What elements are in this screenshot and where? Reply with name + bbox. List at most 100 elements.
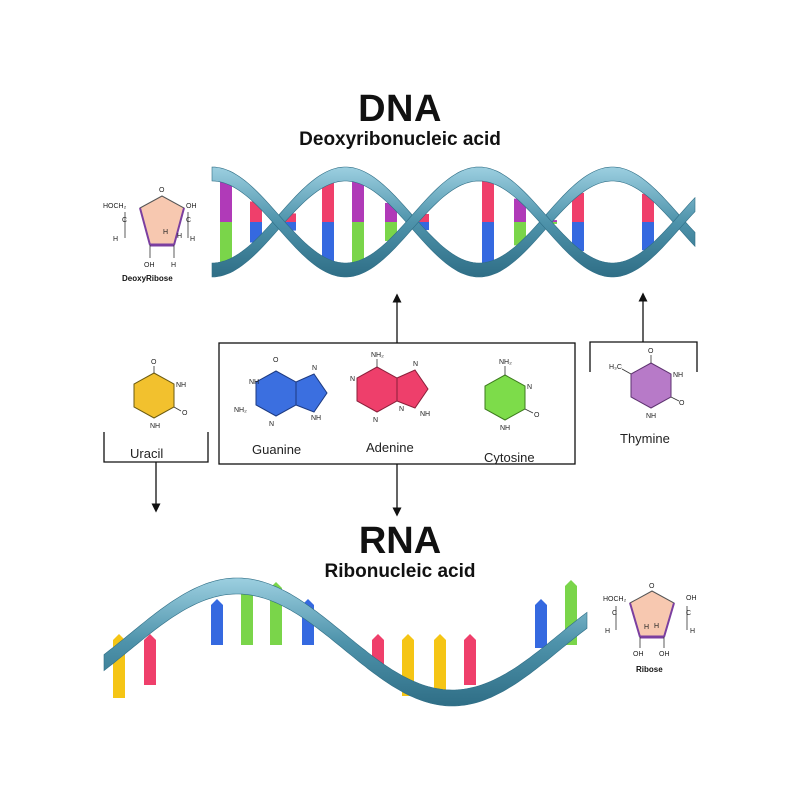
base-pair-bottom [352, 222, 364, 264]
adenine-label: Adenine [366, 440, 414, 455]
atom-label: OH [144, 262, 155, 269]
dna-title: DNA [358, 88, 442, 130]
atom-label: OH [186, 203, 197, 210]
atom-label: H [654, 623, 659, 630]
atom-label: C [122, 217, 127, 224]
atom-label: O [151, 359, 157, 366]
rna-backbone-ribbon [103, 577, 588, 707]
uracil-structure: O NH NH O [133, 359, 188, 430]
rna-bases [113, 580, 577, 698]
atom-label: H [113, 236, 118, 243]
rna-base-tip [211, 599, 223, 605]
atom-label: C [612, 610, 617, 617]
base-pair-top [322, 182, 334, 222]
rna-title: RNA [358, 520, 442, 562]
base-pair-bottom [284, 222, 296, 231]
atom-label: O [159, 187, 165, 194]
atom-label: H [177, 233, 182, 240]
cytosine-structure: NH₂ N O NH [484, 359, 540, 432]
rna-base [434, 640, 446, 697]
dna-subtitle: Deoxyribonucleic acid [299, 129, 501, 150]
atom-label: NH₂ [371, 352, 384, 359]
rna-base-tip [535, 599, 547, 605]
guanine-label: Guanine [252, 442, 302, 457]
atom-label: C [686, 610, 691, 617]
base-pair-top [572, 192, 584, 222]
atom-label: NH [176, 382, 186, 389]
rna-base-tip [464, 634, 476, 640]
ribose-structure: HOCH₂ O OH C H H C H OH OH H [603, 583, 697, 658]
atom-label: H [605, 628, 610, 635]
atom-label: N [269, 421, 274, 428]
rna-base [241, 586, 253, 645]
dna-helix [211, 166, 696, 278]
guanine-structure: O NH N NH₂ N NH [234, 357, 328, 428]
rna-base-tip [565, 580, 577, 586]
atom-label: N [527, 384, 532, 391]
atom-label: N [373, 417, 378, 424]
dna-backbone-ribbon [211, 166, 696, 278]
atom-label: OH [659, 651, 670, 658]
base-pair-top [220, 180, 232, 222]
dna-backbone-strand-b [211, 166, 696, 278]
atom-label: H [163, 229, 168, 236]
atom-label: N [399, 406, 404, 413]
atom-label: O [679, 400, 685, 407]
atom-label: NH [673, 372, 683, 379]
base-pair-top [482, 179, 494, 222]
rna-base-tip [402, 634, 414, 640]
base-pair-top [642, 193, 654, 222]
rna-base-tip [144, 634, 156, 640]
atom-label: H₃C [609, 364, 622, 371]
rna-backbone [103, 577, 588, 707]
base-pair-top [417, 213, 429, 222]
thymine-structure: H₃C O NH NH O [609, 348, 685, 420]
rna-strand [103, 577, 588, 707]
atom-label: O [649, 583, 655, 590]
atom-label: NH [150, 423, 160, 430]
atom-label: NH [420, 411, 430, 418]
atom-label: N [350, 376, 355, 383]
base-pair-bottom [220, 222, 232, 264]
atom-label: C [186, 217, 191, 224]
atom-label: H [190, 236, 195, 243]
base-pair-top [352, 180, 364, 222]
rna-base-tip [113, 634, 125, 640]
dna-backbone-ribbon [211, 166, 696, 278]
rna-subtitle: Ribonucleic acid [324, 561, 476, 582]
rna-base-tip [372, 634, 384, 640]
base-pair-bottom [642, 222, 654, 251]
base-pair-bottom [572, 222, 584, 252]
atom-label: H [644, 624, 649, 631]
atom-label: OH [633, 651, 644, 658]
rna-base [464, 640, 476, 685]
deoxyribose-label: DeoxyRibose [122, 274, 173, 283]
atom-label: N [312, 365, 317, 372]
atom-label: OH [686, 595, 697, 602]
atom-label: HOCH₂ [603, 596, 627, 603]
base-pair-bottom [417, 222, 429, 231]
rna-base-tip [434, 634, 446, 640]
cytosine-label: Cytosine [484, 450, 535, 465]
atom-label: NH [249, 379, 259, 386]
base-pair-top [284, 213, 296, 222]
atom-label: H [690, 628, 695, 635]
atom-label: NH [646, 413, 656, 420]
atom-label: NH₂ [234, 407, 247, 414]
connector-lines [103, 292, 698, 517]
base-pair-bottom [482, 222, 494, 265]
atom-label: N [413, 361, 418, 368]
deoxyribose-structure: HOCH₂ O OH C H H C H H OH H [103, 187, 197, 269]
rna-base [535, 605, 547, 648]
atom-label: H [171, 262, 176, 269]
rna-base [211, 605, 223, 645]
atom-label: NH₂ [499, 359, 512, 366]
ribose-label: Ribose [636, 665, 663, 674]
uracil-label: Uracil [130, 446, 164, 461]
atom-label: NH [500, 425, 510, 432]
base-pair-bottom [322, 222, 334, 262]
atom-label: HOCH₂ [103, 203, 127, 210]
atom-label: O [534, 412, 540, 419]
atom-label: O [273, 357, 279, 364]
